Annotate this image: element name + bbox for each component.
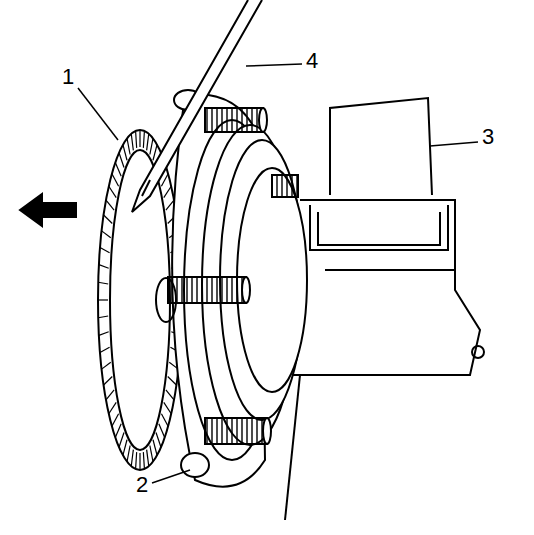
hub-flange — [156, 90, 307, 487]
callout-number: 2 — [136, 474, 148, 496]
wheel-studs — [168, 108, 298, 444]
callout-number: 4 — [306, 50, 318, 72]
callout-number: 1 — [62, 66, 74, 88]
leader-lines — [78, 64, 478, 483]
callout-number: 3 — [482, 126, 494, 148]
direction-arrow — [20, 194, 76, 226]
screwdriver — [132, 0, 262, 212]
